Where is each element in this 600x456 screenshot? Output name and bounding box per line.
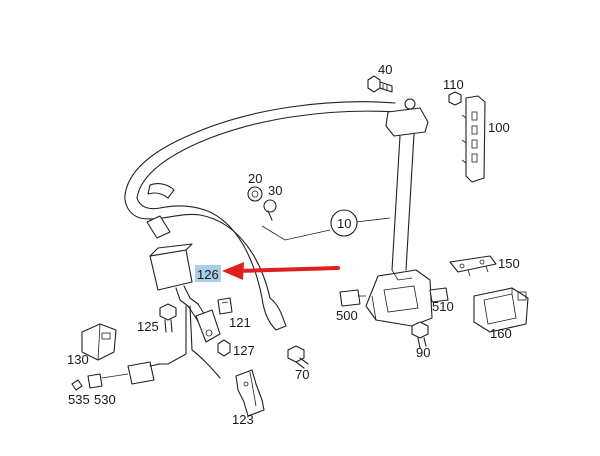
part-500-connector [339, 289, 366, 307]
label-126: 126 [197, 267, 219, 282]
part-123-bracket [235, 369, 265, 417]
part-510-connector [429, 287, 449, 303]
part-126-highlight [195, 265, 221, 282]
label-130: 130 [67, 352, 89, 367]
part-70-bolt [287, 345, 309, 369]
part-125-bolt [159, 303, 177, 333]
label-100: 100 [488, 120, 510, 135]
label-30: 30 [268, 183, 282, 198]
label-10: 10 [337, 216, 351, 231]
part-110-nut [448, 91, 462, 106]
part-530-connector [87, 361, 161, 389]
label-127: 127 [233, 343, 255, 358]
part-90-bolt [411, 321, 429, 349]
label-150: 150 [498, 256, 520, 271]
red-arrow-icon [222, 262, 340, 280]
part-20-nut [247, 186, 263, 202]
label-70: 70 [295, 367, 309, 382]
label-90: 90 [416, 345, 430, 360]
label-110: 110 [443, 77, 464, 92]
label-500: 500 [336, 308, 358, 323]
label-160: 160 [490, 326, 512, 341]
part-150-bracket [449, 255, 497, 277]
belt-webbing-upper [124, 101, 397, 331]
belt-tongue [146, 215, 171, 239]
part-127-nut [217, 339, 231, 357]
part-160-module [473, 287, 529, 333]
label-40: 40 [378, 62, 392, 77]
label-20: 20 [248, 171, 262, 186]
label-510: 510 [432, 299, 454, 314]
part-10-callout-lines [261, 209, 391, 241]
part-130-bracket [81, 323, 117, 361]
label-535: 535 [68, 392, 90, 407]
part-121-cover [217, 297, 233, 315]
part-40-bolt [367, 75, 393, 93]
part-126-buckle [149, 243, 221, 379]
label-123: 123 [232, 412, 254, 427]
part-100-rail [461, 95, 486, 183]
part-30-screw [263, 199, 277, 221]
label-530: 530 [94, 392, 116, 407]
height-adjuster-assembly [385, 98, 429, 271]
label-121: 121 [229, 315, 251, 330]
belt-retractor [365, 269, 433, 327]
label-125: 125 [137, 319, 159, 334]
part-535-terminal [71, 379, 83, 391]
